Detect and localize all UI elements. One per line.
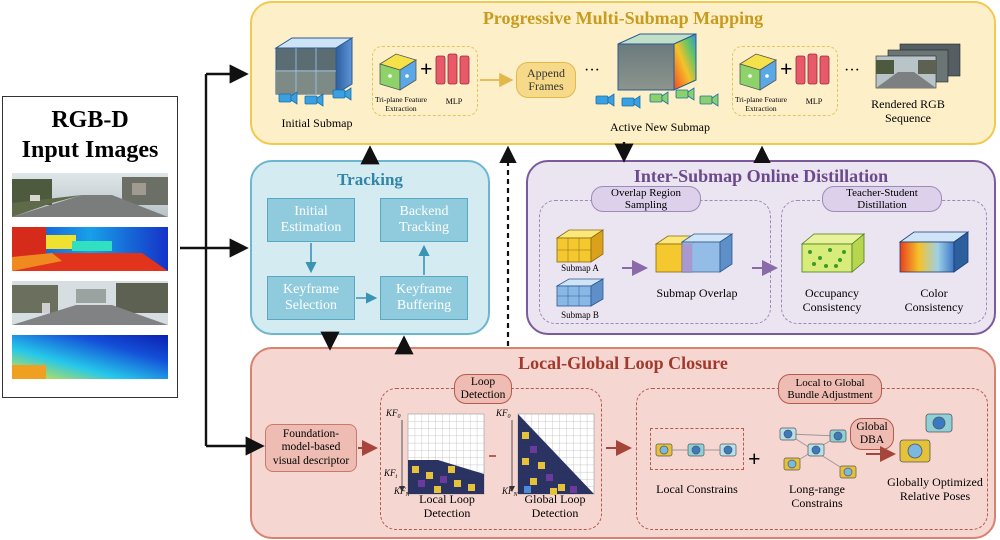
depth-image-1	[12, 227, 168, 271]
triplane-icon-2	[739, 53, 777, 91]
keyframe-buffering-block: Keyframe Buffering	[380, 276, 468, 320]
submap-a-cube	[555, 229, 605, 263]
active-submap-cube	[617, 33, 697, 91]
submap-a-label: Submap A	[561, 263, 599, 273]
backend-tracking-block: Backend Tracking	[380, 198, 468, 242]
keyframe-selection-block: Keyframe Selection	[267, 276, 355, 320]
rgb-image-1	[12, 173, 168, 217]
rendered-rgb-label: Rendered RGB Sequence	[871, 97, 945, 125]
global-loop-matrix: KF0 KFN	[495, 408, 595, 498]
submap-overlap-label: Submap Overlap	[656, 286, 738, 300]
input-title-line1: RGB-D	[51, 107, 129, 133]
long-range-cameras	[779, 427, 857, 479]
local-constrains-box	[650, 428, 744, 470]
ellipsis-2: ···	[844, 62, 860, 79]
kf0-label-global: KF0	[495, 408, 511, 420]
input-arrows	[180, 64, 265, 456]
distillation-title: Inter-Submap Online Distillation	[633, 166, 889, 186]
kfn-label-global: KFN	[501, 486, 519, 498]
submap-overlap-cubes	[654, 233, 734, 273]
teacher-student-pill: Teacher-Student Distillation	[822, 186, 942, 212]
color-consistency-label: Color Consistency	[904, 286, 964, 314]
initial-camera-icons	[278, 87, 352, 107]
active-submap-label: Active New Submap	[610, 120, 710, 134]
append-frames-box: Append Frames	[516, 62, 576, 98]
plus-2: +	[780, 56, 793, 81]
depth-image-2	[12, 335, 168, 379]
triplane-group-2	[732, 46, 838, 116]
occupancy-consistency-icon	[800, 233, 866, 273]
triplane-group-1	[372, 46, 478, 116]
mlp-icon-2	[795, 53, 830, 85]
tracking-title: Tracking	[337, 170, 403, 189]
kf0-label-local: KF0	[385, 408, 401, 420]
local-constrains-cameras	[655, 443, 737, 457]
kft-label-local: KFt	[384, 468, 398, 480]
triplane-label-2: Tri-plane Feature Extraction	[734, 95, 787, 113]
initial-submap-cube	[274, 37, 354, 95]
color-consistency-icon	[898, 231, 970, 273]
rendered-rgb-stack	[875, 43, 961, 89]
submap-b-label: Submap B	[561, 310, 599, 320]
initial-submap-label: Initial Submap	[281, 116, 353, 130]
loop-closure-title: Local-Global Loop Closure	[518, 353, 728, 373]
occupancy-label: Occupancy Consistency	[802, 286, 862, 314]
loop-detection-pill: Loop Detection	[454, 374, 512, 404]
optimized-poses-cameras	[899, 413, 953, 463]
mlp-label-2: MLP	[805, 97, 823, 106]
input-title-line2: Input Images	[21, 137, 159, 163]
ellipsis-1: ···	[584, 62, 600, 79]
mapping-title: Progressive Multi-Submap Mapping	[482, 8, 764, 28]
local-loop-label: Local Loop Detection	[419, 492, 475, 520]
visual-descriptor-block: Foundation-model-based visual descriptor	[265, 424, 357, 472]
overlap-sampling-pill: Overlap Region Sampling	[591, 186, 701, 212]
triplane-label-1: Tri-plane Feature Extraction	[374, 95, 427, 113]
bundle-adjustment-pill: Local to Global Bundle Adjustment	[778, 374, 882, 404]
global-dba-pill: Global DBA	[850, 418, 894, 450]
local-constrains-label: Local Constrains	[656, 482, 738, 496]
optimized-poses-label: Globally Optimized Relative Poses	[887, 475, 983, 503]
global-loop-label: Global Loop Detection	[524, 492, 586, 520]
triplane-icon-1	[379, 53, 417, 91]
rgb-image-2	[12, 281, 168, 325]
mlp-icon-1	[435, 53, 470, 85]
submap-b-cube	[555, 278, 605, 307]
active-camera-icons	[595, 87, 719, 109]
local-loop-matrix: KF0 KFt KFN	[384, 408, 485, 498]
kfn-label-local: KFN	[393, 486, 411, 498]
plus-loop: +	[748, 446, 761, 471]
plus-1: +	[420, 56, 433, 81]
mlp-label-1: MLP	[445, 97, 463, 106]
long-range-label: Long-range Constrains	[789, 482, 845, 510]
input-panel: RGB-D Input Images	[2, 96, 178, 398]
initial-estimation-block: Initial Estimation	[267, 198, 355, 242]
